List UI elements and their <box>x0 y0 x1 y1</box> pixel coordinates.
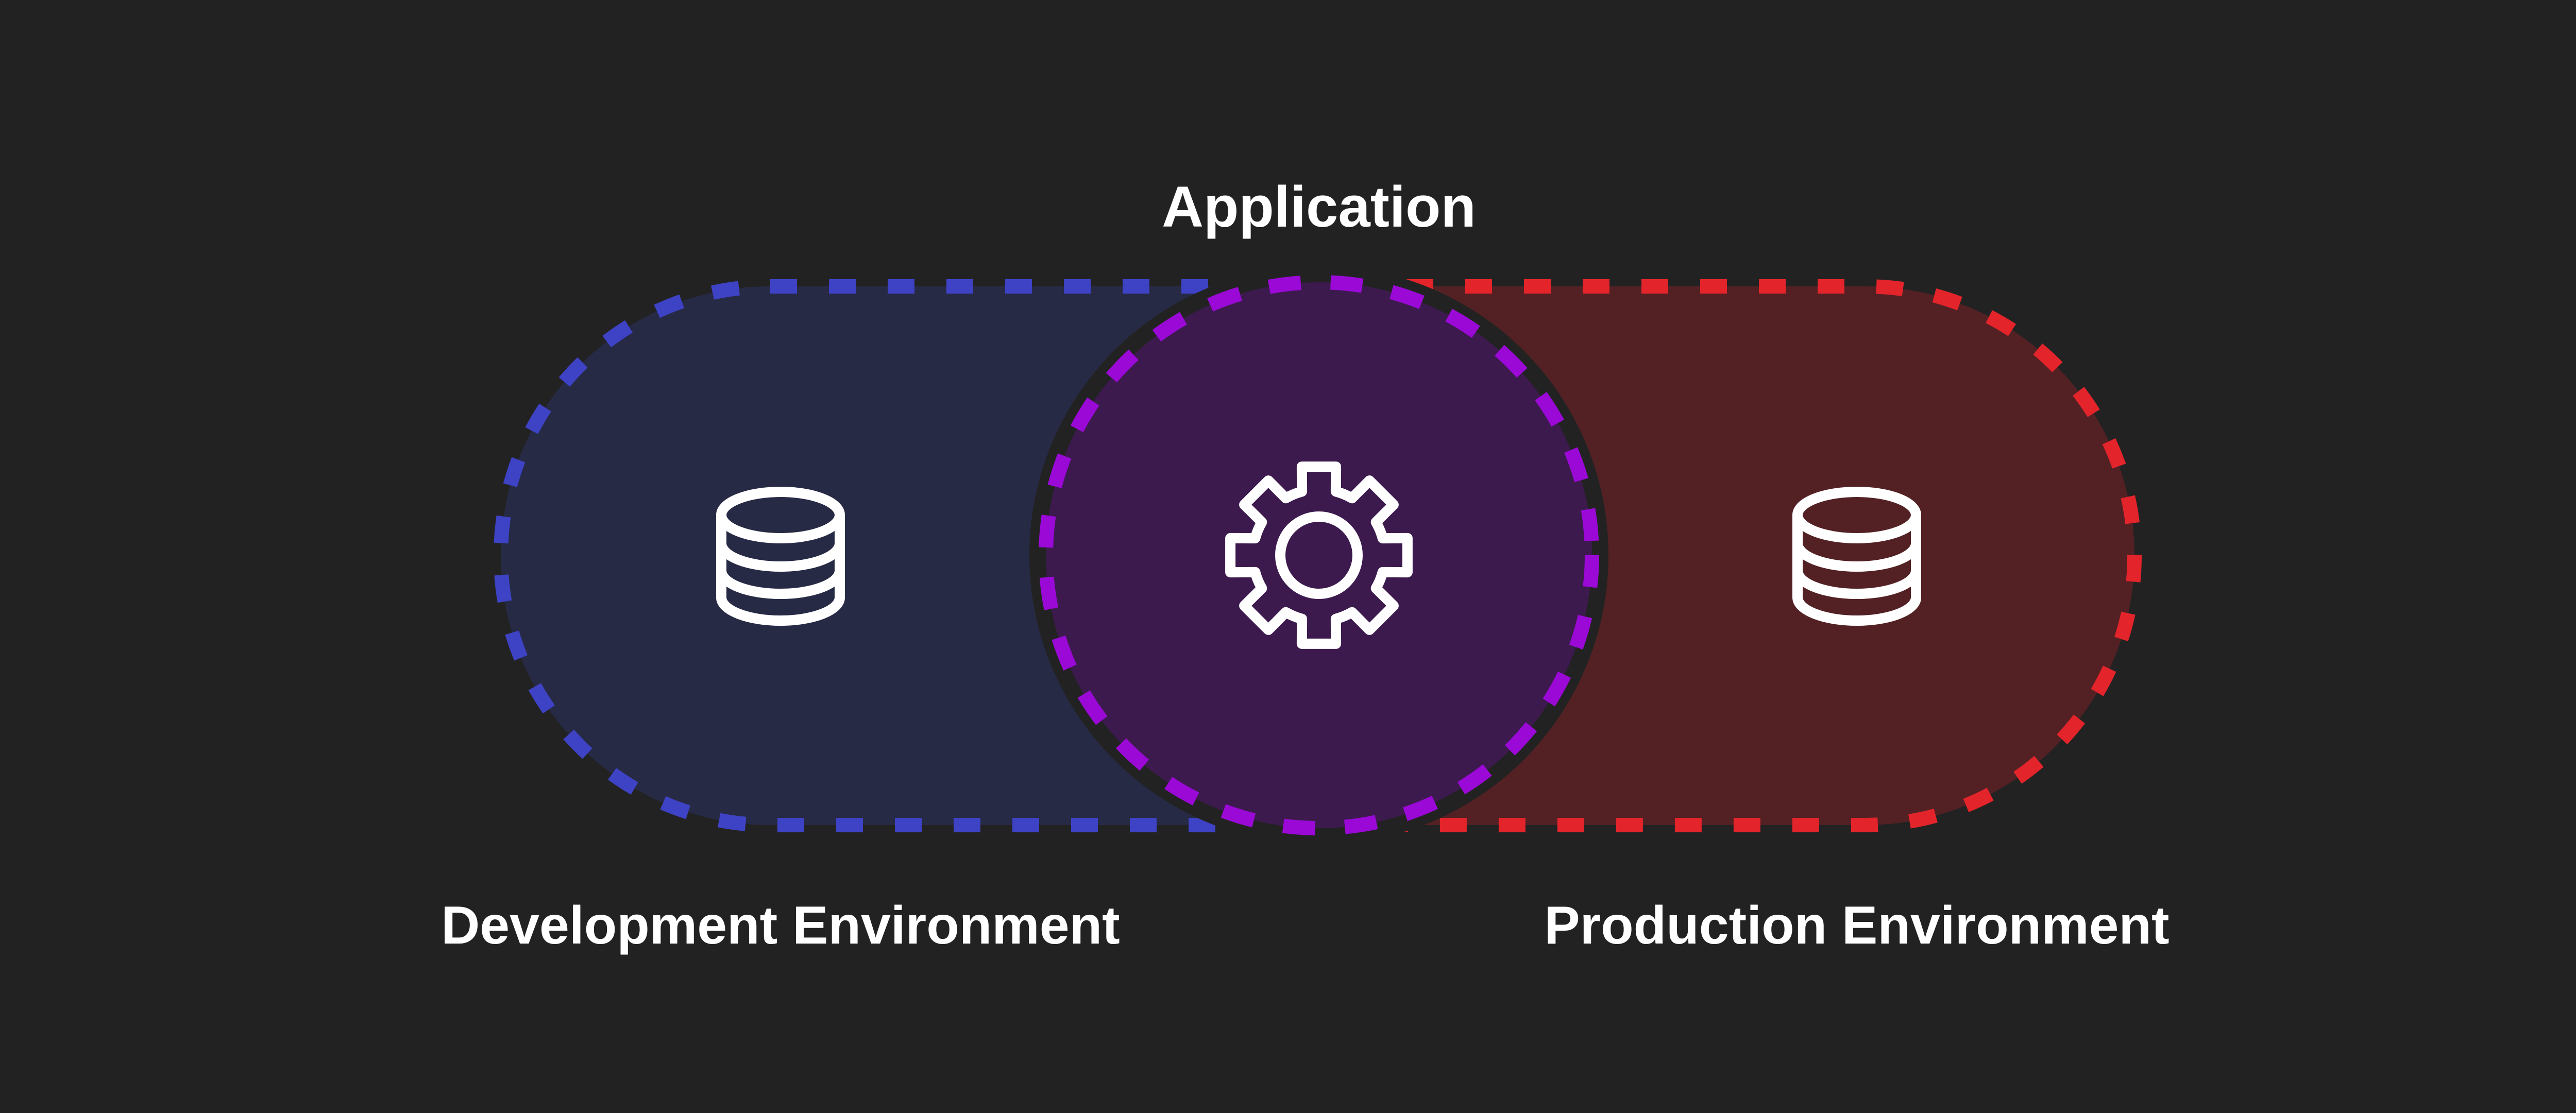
application-region <box>1039 275 1599 835</box>
production-environment-region <box>1399 279 2142 832</box>
development-environment-label: Development Environment <box>441 896 1120 955</box>
production-environment-label: Production Environment <box>1544 896 2169 955</box>
gear-icon <box>1225 461 1413 649</box>
application-title: Application <box>1162 175 1476 239</box>
database-icon <box>716 487 845 626</box>
database-icon <box>1792 487 1921 626</box>
